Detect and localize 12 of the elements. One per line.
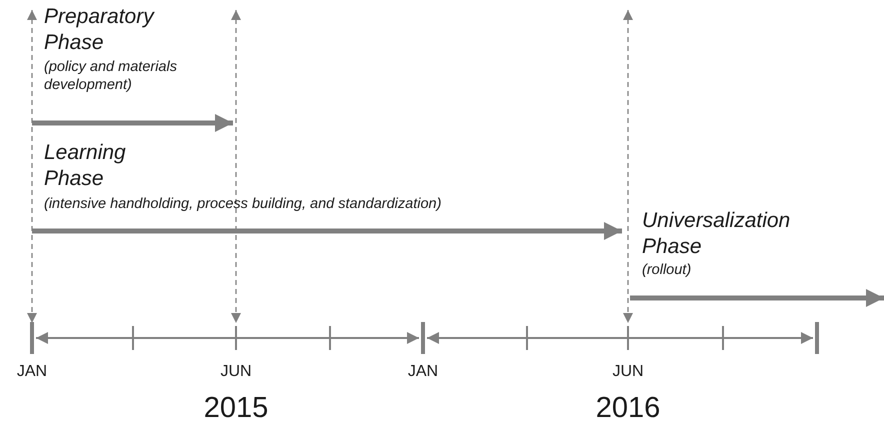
phase-title: Learning Phase: [44, 140, 127, 192]
phase-title: Preparatory Phase: [44, 4, 156, 56]
phase-title: Universalization Phase: [642, 208, 792, 260]
phase-description: (policy and materials development): [44, 58, 178, 94]
phase-description: (rollout): [642, 261, 692, 280]
month-label: JAN: [408, 362, 438, 382]
month-label: JUN: [220, 362, 252, 382]
year-label: 2016: [596, 391, 660, 423]
year-label: 2015: [204, 391, 268, 423]
month-label: JAN: [16, 362, 48, 382]
month-label: JUN: [612, 362, 644, 382]
phase-description: (intensive handholding, process building, and standardization): [44, 195, 442, 214]
